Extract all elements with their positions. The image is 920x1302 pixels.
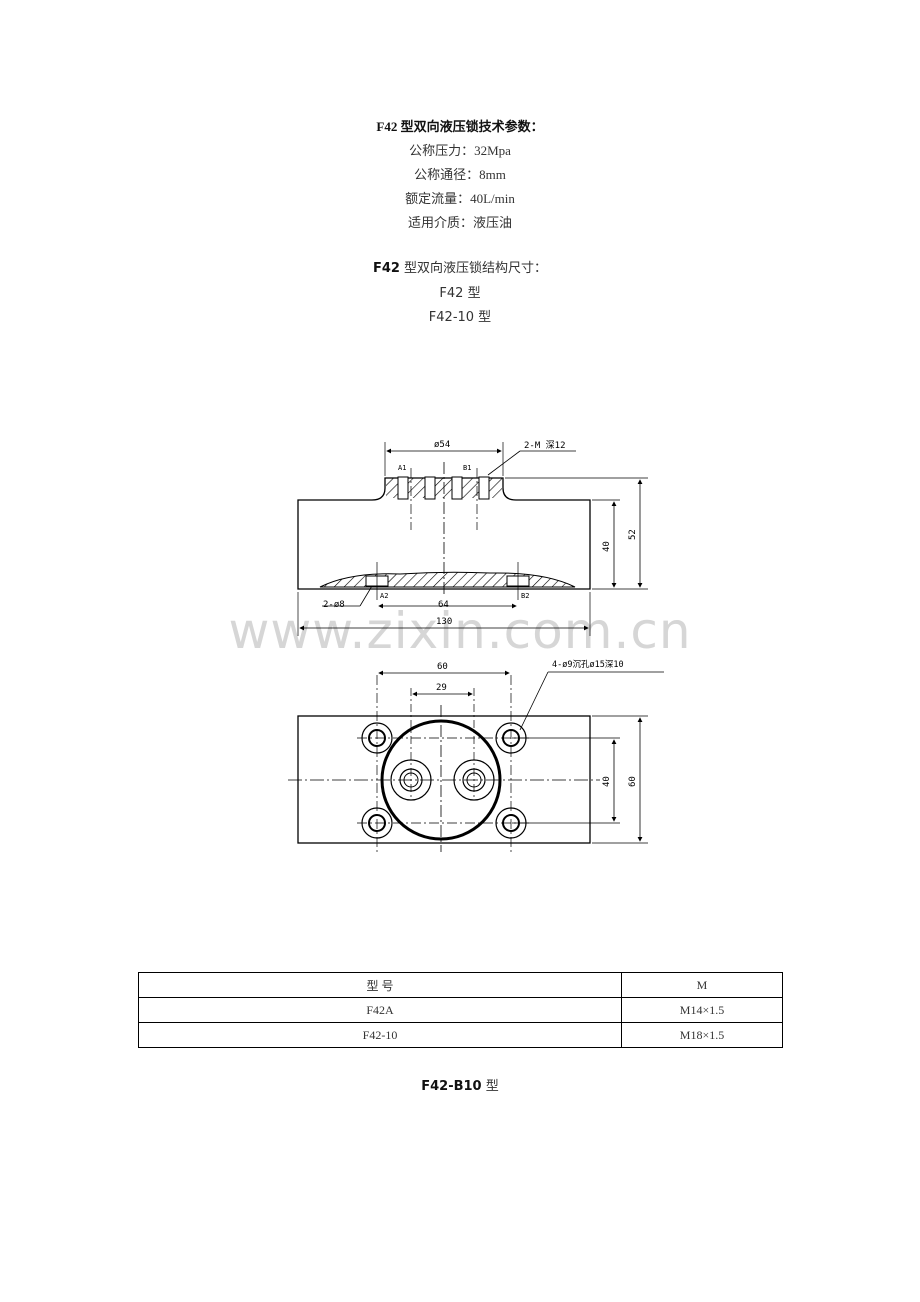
structure-heading-text: 型双向液压锁结构尺寸： — [399, 261, 548, 276]
front-view-body — [297, 477, 591, 590]
plan-view-body — [297, 715, 591, 844]
param-line: 额定流量：40L/min — [405, 191, 515, 206]
dim-130: 130 — [436, 617, 452, 627]
table-cell: M18×1.5 — [621, 1022, 783, 1048]
footer-model: F42-B10 — [421, 1079, 482, 1094]
params-heading-model: F42 — [376, 119, 398, 134]
table-cell: F42-10 — [138, 1022, 622, 1048]
table-row: F42-10 M18×1.5 — [138, 1022, 783, 1048]
table-header-cell: M — [621, 972, 783, 998]
type-label: F42 型 — [439, 286, 481, 301]
dim-d54: ø54 — [434, 440, 450, 450]
param-line: 公称压力：32Mpa — [409, 143, 511, 158]
dim-60-side: 60 — [628, 776, 638, 787]
table-row: F42A M14×1.5 — [138, 997, 783, 1023]
table-header-cell: 型 号 — [138, 972, 622, 998]
spec-table: 型 号 M F42A M14×1.5 F42-10 M18×1.5 — [138, 972, 783, 1048]
label-b2: B2 — [521, 592, 529, 600]
table-header-row: 型 号 M — [138, 972, 783, 998]
table-cell: M14×1.5 — [621, 997, 783, 1023]
table-cell: F42A — [138, 997, 622, 1023]
dim-64: 64 — [438, 600, 449, 610]
type-label: F42-10 型 — [428, 310, 492, 325]
params-heading: F42 型双向液压锁技术参数： — [0, 116, 920, 135]
params-heading-text: 型双向液压锁技术参数： — [397, 119, 544, 134]
note-2d8: 2-ø8 — [323, 600, 345, 610]
label-b1: B1 — [463, 464, 471, 472]
footer-heading: F42-B10 型 — [0, 1075, 920, 1094]
param-line: 公称通径：8mm — [414, 167, 506, 182]
dim-52: 52 — [628, 529, 638, 540]
structure-heading: F42 型双向液压锁结构尺寸： — [0, 257, 920, 276]
footer-text: 型 — [481, 1079, 499, 1094]
note-4holes: 4-ø9沉孔ø15深10 — [552, 660, 624, 670]
param-line: 适用介质：液压油 — [407, 215, 512, 230]
label-a1: A1 — [398, 464, 406, 472]
dim-29: 29 — [436, 683, 447, 693]
structure-heading-model: F42 — [372, 261, 400, 276]
dim-40-side: 40 — [602, 541, 612, 552]
note-2m: 2-M 深12 — [524, 440, 566, 451]
dim-40-plan: 40 — [602, 776, 612, 787]
label-a2: A2 — [380, 592, 388, 600]
dim-60-top: 60 — [437, 662, 448, 672]
